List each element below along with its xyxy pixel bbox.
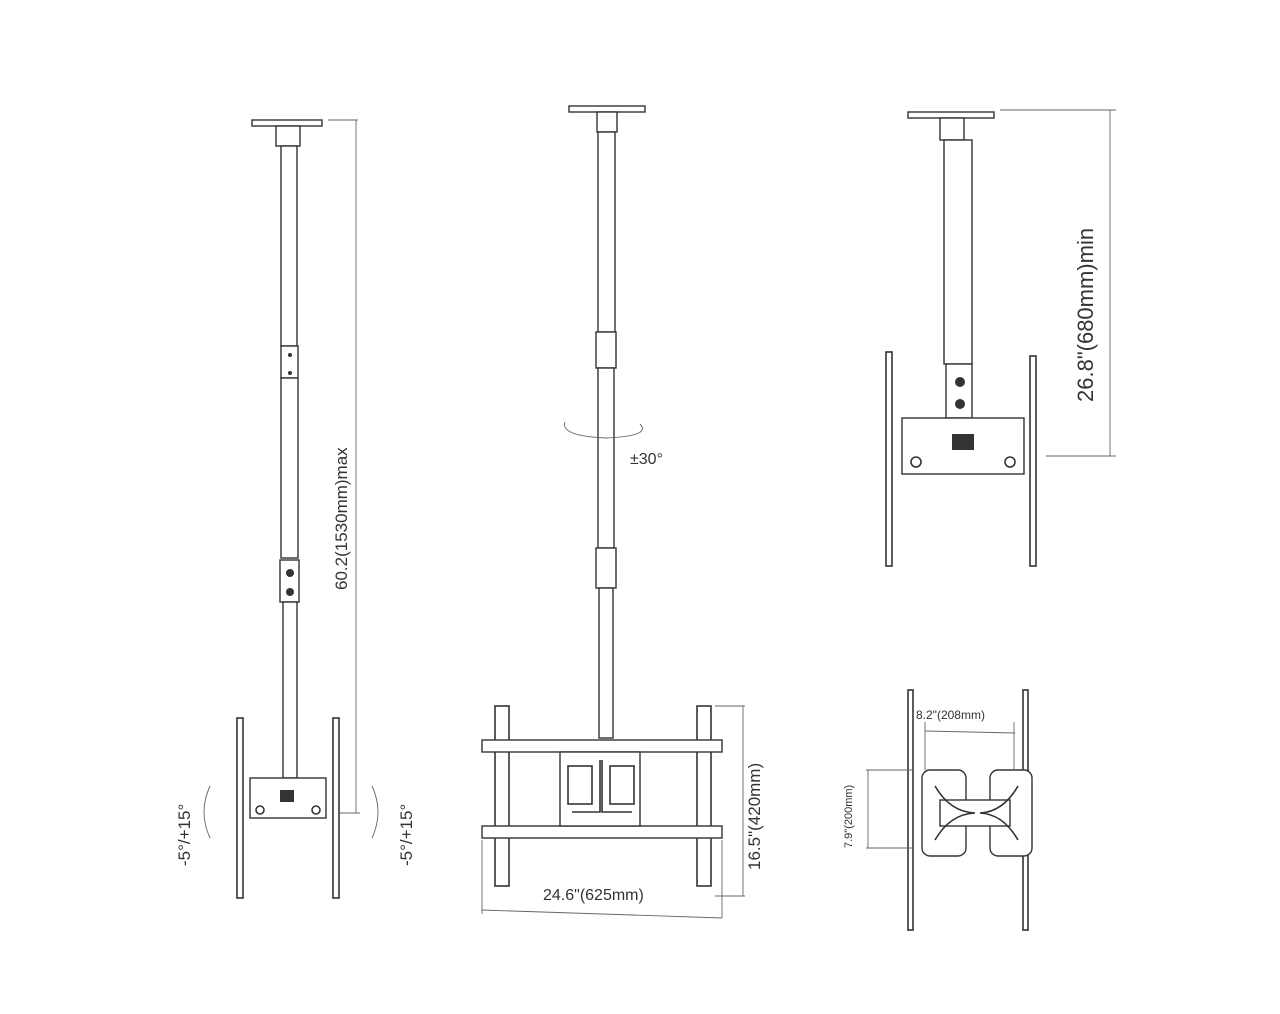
- pole-collar: [595, 331, 617, 369]
- bracket-width-label: 24.6"(625mm): [543, 887, 644, 904]
- vesa-width-label: 8.2"(208mm): [916, 708, 985, 722]
- left-arm: [885, 351, 893, 567]
- top-crossbar: [481, 739, 723, 753]
- ceiling-plate: [907, 111, 995, 119]
- swivel-arrow: [564, 421, 643, 439]
- ceiling-plate: [251, 119, 323, 127]
- right-arm: [1029, 355, 1037, 567]
- left-arm: [236, 717, 244, 899]
- lower-pole: [282, 601, 298, 779]
- middle-pole: [280, 377, 299, 559]
- side-view-max: 60.2(1530mm)max -5°/+15° -5°/+15°: [175, 119, 416, 899]
- pole-clamp: [595, 547, 617, 589]
- front-view: ±30° 16.5"(420mm) 24.6"(625mm): [481, 105, 764, 919]
- vesa-height-label: 7.9"(200mm): [843, 785, 855, 848]
- height-min-label: 26.8"(680mm)min: [1073, 228, 1098, 402]
- left-rail: [907, 689, 914, 931]
- tilt-arrow-left: [203, 785, 211, 839]
- tilt-right-label: -5°/+15°: [397, 804, 416, 866]
- swivel-label: ±30°: [630, 451, 663, 468]
- tilt-bracket: [249, 777, 327, 819]
- tilt-left-label: -5°/+15°: [175, 804, 194, 866]
- middle-pole: [597, 367, 615, 549]
- ceiling-bracket: [275, 125, 301, 147]
- bottom-crossbar: [481, 825, 723, 839]
- height-max-label: 60.2(1530mm)max: [332, 447, 351, 590]
- upper-pole: [597, 131, 616, 333]
- bracket-height-label: 16.5"(420mm): [745, 763, 764, 870]
- right-arm: [332, 717, 340, 899]
- side-view-min: 26.8"(680mm)min: [885, 109, 1116, 567]
- vesa-view: 8.2"(208mm) 7.9"(200mm): [843, 689, 1033, 931]
- pole: [943, 139, 973, 365]
- right-rail: [696, 705, 712, 887]
- ceiling-plate: [568, 105, 646, 113]
- tilt-arrow-right: [371, 785, 379, 839]
- pole-clamp: [945, 363, 973, 419]
- lower-pole: [598, 587, 614, 739]
- upper-pole: [280, 145, 298, 347]
- left-rail: [494, 705, 510, 887]
